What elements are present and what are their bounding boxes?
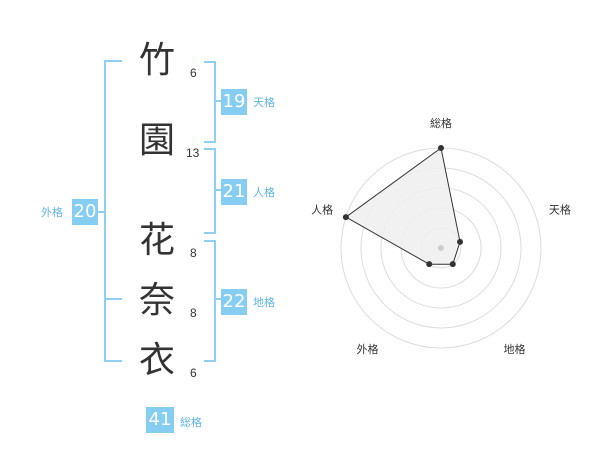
radar-center-dot [438, 245, 444, 251]
soukaku-label: 総格 [180, 416, 202, 429]
radar-axis-label-5: 人格 [311, 202, 333, 216]
stroke-count-1: 6 [190, 66, 197, 80]
soukaku-badge: 41 [146, 407, 174, 433]
tenkaku-bracket [204, 61, 216, 143]
gaikaku-bracket-tick [104, 298, 122, 300]
chikaku-label: 地格 [253, 296, 275, 309]
chikaku-badge: 22 [221, 289, 247, 315]
jinkaku-label: 人格 [253, 186, 275, 199]
chikaku-bracket [204, 240, 216, 362]
radar-point-4 [426, 261, 433, 268]
radar-axis-label-1: 総格 [430, 116, 452, 130]
jinkaku-badge: 21 [221, 179, 247, 205]
radar-axis-label-2: 天格 [549, 202, 571, 216]
chikaku-connector [214, 298, 222, 300]
stroke-count-4: 8 [190, 306, 197, 320]
jinkaku-bracket [204, 148, 216, 234]
tenkaku-label: 天格 [253, 96, 275, 109]
gaikaku-connector [98, 211, 106, 213]
gaikaku-badge: 20 [72, 199, 98, 225]
radar-score-polygon [344, 147, 461, 265]
name-char-4: 奈 [138, 280, 175, 321]
radar-point-5 [342, 214, 349, 221]
tenkaku-badge: 19 [221, 89, 247, 115]
stroke-count-5: 6 [190, 366, 197, 380]
name-char-1: 竹 [138, 40, 175, 81]
name-char-5: 衣 [138, 340, 175, 381]
radar-axis-label-4: 外格 [357, 342, 379, 356]
name-char-2: 園 [138, 120, 175, 161]
stroke-count-2: 13 [186, 146, 200, 160]
radar-axis-label-3: 地格 [503, 342, 525, 356]
gaikaku-label: 外格 [41, 206, 63, 219]
radar-point-1 [438, 145, 444, 151]
jinkaku-connector [214, 189, 222, 191]
tenkaku-connector [214, 100, 222, 102]
radar-point-2 [457, 238, 464, 245]
stroke-count-3: 8 [190, 246, 197, 260]
radar-point-3 [449, 261, 456, 268]
name-char-3: 花 [138, 220, 175, 261]
